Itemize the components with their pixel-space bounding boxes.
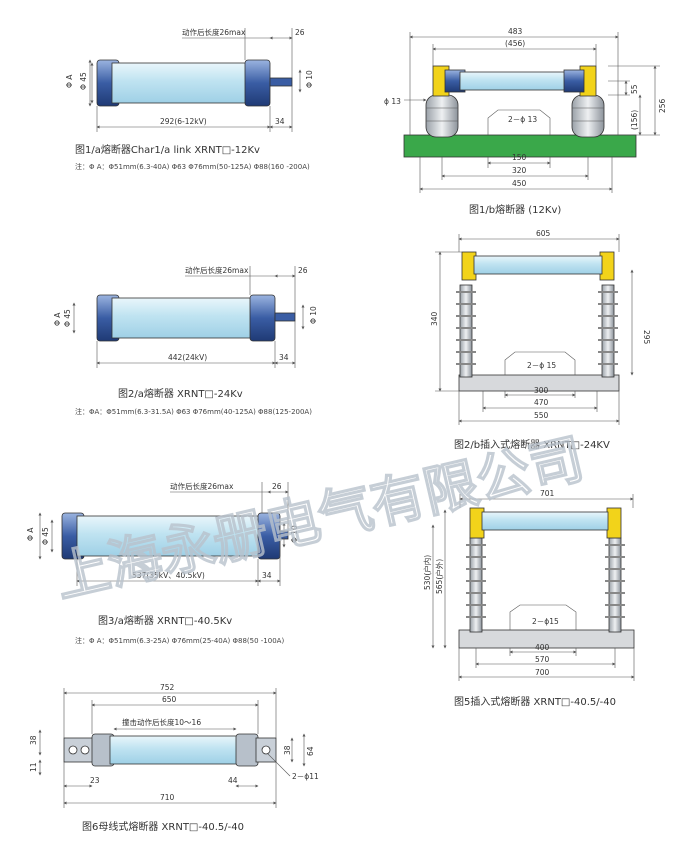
- dim-stroke-label: 动作后长度26max: [170, 481, 234, 491]
- dim-700: 700: [535, 668, 550, 677]
- contact-right: [606, 507, 622, 539]
- dim-34: 34: [262, 571, 272, 580]
- dim-156: (156): [630, 110, 639, 130]
- fuse-tube: [481, 511, 609, 531]
- figure-2a: Φ A Φ 45 动作后长度26max 26 Φ 10 442(24kV) 34…: [53, 265, 318, 416]
- dim-565: 565(户外): [434, 559, 444, 594]
- figure-2a-note: 注：ΦA：Φ51mm(6.3-31.5A) Φ63 Φ76mm(40-125A)…: [75, 407, 312, 416]
- base-plate: [458, 629, 635, 649]
- fuse-body: [96, 294, 296, 342]
- dim-34: 34: [275, 117, 285, 126]
- insulator-right: [571, 94, 605, 138]
- dim-38-right: 38: [283, 745, 292, 755]
- dim-2-phi-11: 2－ϕ11: [292, 772, 319, 781]
- figure-3a-note: 注：Φ A：Φ51mm(6.3-25A) Φ76mm(25-40A) Φ88(5…: [75, 636, 284, 645]
- figure-3a: Φ A Φ 45 动作后长度26max 26 Φ 10 537(35kV、40.…: [26, 481, 299, 645]
- dim-stroke-label: 动作后长度26max: [182, 27, 246, 37]
- dim-456: (456): [505, 39, 525, 48]
- dim-55: 55: [630, 84, 639, 94]
- dim-470: 470: [534, 398, 549, 407]
- fuse-tube: [473, 255, 603, 275]
- insulator-right: [598, 284, 618, 378]
- figure-5-caption: 图5插入式熔断器 XRNT□-40.5/-40: [454, 695, 616, 708]
- dim-stroke-label: 撞击动作后长度10～16: [122, 717, 201, 727]
- dim-phi-45: Φ 45: [79, 72, 88, 90]
- dim-340: 340: [430, 311, 439, 326]
- dim-11: 11: [29, 762, 38, 772]
- dim-483: 483: [508, 27, 523, 36]
- dim-stroke-label: 动作后长度26max: [185, 265, 249, 275]
- figure-1b-caption: 图1/b熔断器 (12Kv): [469, 203, 561, 216]
- busbar-fuse-body: [63, 733, 277, 767]
- figure-2b-caption: 图2/b插入式熔断器 XRNT□-24KV: [454, 438, 610, 451]
- dim-64: 64: [306, 746, 315, 756]
- fuse-tube: [459, 71, 571, 91]
- dim-2-phi-15: 2－ϕ15: [532, 617, 559, 626]
- dim-26: 26: [298, 266, 308, 275]
- dim-710: 710: [160, 793, 175, 802]
- dim-phi-13: ϕ 13: [384, 97, 401, 106]
- dim-550: 550: [534, 411, 549, 420]
- dim-701: 701: [540, 489, 555, 498]
- dim-752: 752: [160, 683, 175, 692]
- insulator-left: [425, 94, 459, 138]
- dim-605: 605: [536, 229, 551, 238]
- dim-44: 44: [228, 776, 238, 785]
- figure-1a-caption: 图1/a熔断器Char1/a link XRNT□-12Kv: [75, 143, 260, 156]
- figure-3a-caption: 图3/a熔断器 XRNT□-40.5Kv: [98, 614, 232, 627]
- dim-phi-10: Φ 10: [305, 70, 314, 88]
- dim-phi-45: Φ 45: [41, 527, 50, 545]
- dim-length: 442(24kV): [168, 353, 207, 362]
- figure-1b: 483 (456) ϕ 13 55 256 (156) 2－ϕ 13 150 3…: [384, 27, 667, 216]
- dim-26: 26: [295, 28, 305, 37]
- insulator-left: [456, 284, 476, 378]
- dim-450: 450: [512, 179, 527, 188]
- dim-38-left: 38: [29, 735, 38, 745]
- dim-phi-45: Φ 45: [63, 309, 72, 327]
- dim-phi-a: Φ A: [26, 527, 35, 541]
- green-base: [403, 134, 637, 158]
- dim-phi-10: Φ 10: [309, 306, 318, 324]
- insulator-right: [605, 537, 625, 633]
- dim-phi-a: Φ A: [53, 312, 62, 326]
- insulator-left: [466, 537, 486, 633]
- dim-26: 26: [272, 482, 282, 491]
- fuse-body: [61, 512, 289, 560]
- dim-length: 292(6-12kV): [160, 117, 207, 126]
- dim-320: 320: [512, 166, 527, 175]
- dim-2-phi-15: 2－ϕ 15: [527, 361, 556, 370]
- figure-6-caption: 图6母线式熔断器 XRNT□-40.5/-40: [82, 820, 244, 833]
- dim-530: 530(户内): [422, 555, 432, 590]
- dim-256: 256: [658, 98, 667, 113]
- dim-phi-10: Φ 10: [290, 525, 299, 543]
- dim-300: 300: [534, 386, 549, 395]
- figure-6: 752 650 撞击动作后长度10～16 38 11 38 64 2－ϕ11 2…: [29, 683, 319, 833]
- dim-34: 34: [279, 353, 289, 362]
- base-plate: [458, 374, 620, 392]
- figure-1a: Φ A Φ 45 动作后长度26max 26 Φ 10 292(6-12kV) …: [65, 27, 314, 171]
- fuse-body: [96, 59, 293, 107]
- dim-400: 400: [535, 643, 550, 652]
- figure-5: 701 530(户内) 565(户外) 2－ϕ15 400 570 700 图5…: [422, 489, 635, 708]
- dim-650: 650: [162, 695, 177, 704]
- dim-150: 150: [512, 153, 527, 162]
- figure-2b: 605 340 295 2－ϕ 15 300 470 550 图2/b插入式熔断…: [430, 229, 651, 451]
- figure-1a-note: 注：Φ A：Φ51mm(6.3-40A) Φ63 Φ76mm(50-125A) …: [75, 162, 310, 171]
- dim-2-phi-13: 2－ϕ 13: [508, 115, 537, 124]
- dim-23: 23: [90, 776, 100, 785]
- dim-570: 570: [535, 655, 550, 664]
- dim-295: 295: [642, 330, 651, 345]
- figure-2a-caption: 图2/a熔断器 XRNT□-24Kv: [118, 387, 243, 400]
- dim-phi-a: Φ A: [65, 74, 74, 88]
- dim-length: 537(35kV、40.5kV): [132, 571, 205, 580]
